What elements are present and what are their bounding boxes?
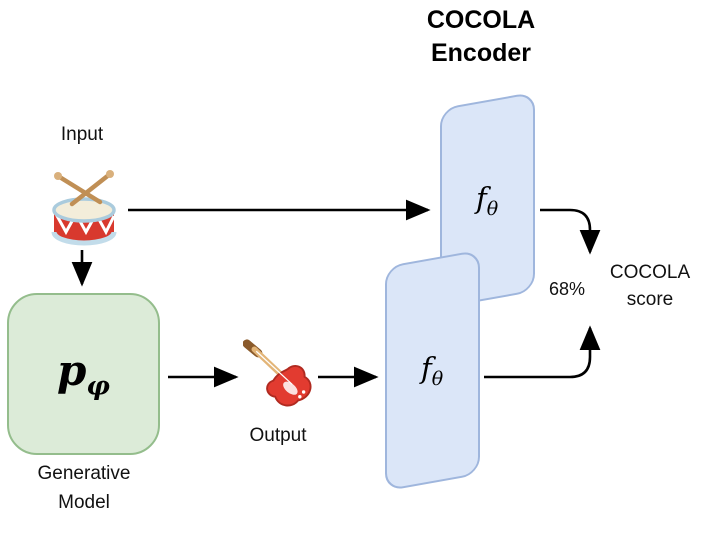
score-label: COCOLA score [596, 259, 704, 313]
input-label: Input [60, 124, 104, 145]
p-symbol-base: p [57, 346, 87, 396]
generative-model-box: pφ [7, 293, 160, 455]
f-bottom-subscript: θ [432, 367, 444, 390]
f-theta-symbol-bottom: fθ [421, 351, 443, 390]
f-bottom-base: f [421, 351, 433, 386]
p-symbol-subscript: φ [86, 371, 110, 402]
generative-model-caption-line2: Model [58, 492, 110, 513]
arrow-bottom-encoder-to-score [484, 325, 601, 379]
diagram-title: COCOLA Encoder [386, 4, 576, 70]
p-phi-symbol: pφ [57, 346, 110, 401]
arrow-top-encoder-to-score [540, 208, 601, 255]
score-label-line1: COCOLA [609, 262, 691, 283]
diagram-title-line1: COCOLA [426, 6, 536, 34]
drum-icon [51, 170, 117, 246]
f-top-subscript: θ [487, 197, 499, 220]
diagram-title-line2: Encoder [430, 39, 532, 67]
generative-model-caption: Generative Model [0, 459, 168, 517]
generative-model-caption-line1: Generative [37, 463, 131, 484]
score-label-line2: score [626, 289, 674, 310]
f-top-base: f [476, 180, 488, 215]
f-theta-symbol-top: fθ [476, 181, 498, 220]
score-value: 68% [548, 279, 586, 299]
encoder-block-bottom: fθ [385, 249, 480, 492]
guitar-icon [243, 339, 312, 407]
output-label: Output [249, 425, 307, 446]
